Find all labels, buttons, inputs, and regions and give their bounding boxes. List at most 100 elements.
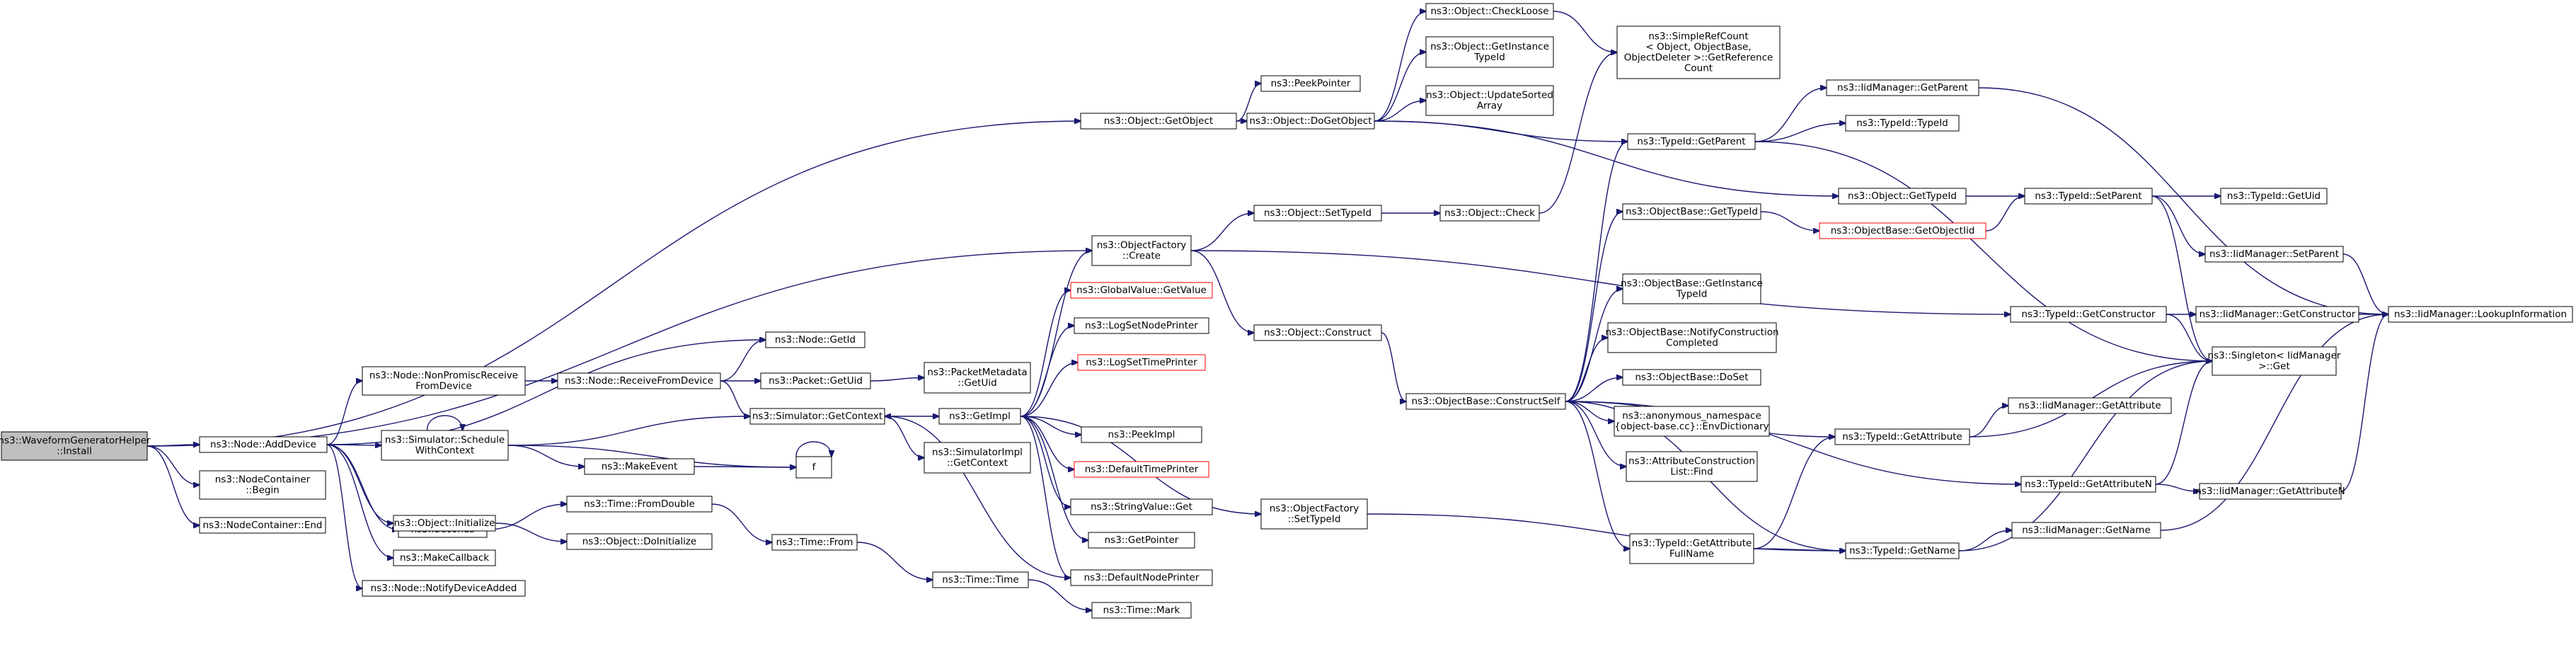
- node-box-attributeconstructionlist-find: [1626, 451, 1758, 482]
- node-object-construct[interactable]: ns3::Object::Construct: [1253, 324, 1382, 341]
- node-simplerefcount-getreferencecount[interactable]: ns3::SimpleRefCount< Object, ObjectBase,…: [1616, 25, 1781, 79]
- node-defaultnodeprinter[interactable]: ns3::DefaultNodePrinter: [1070, 569, 1213, 586]
- node-time-time[interactable]: ns3::Time::Time: [932, 571, 1029, 588]
- node-objectbase-constructself[interactable]: ns3::ObjectBase::ConstructSelf: [1405, 393, 1566, 410]
- node-label-iidmanager-getparent: ns3::IidManager::GetParent: [1837, 82, 1968, 93]
- node-packetmetadata-getuid[interactable]: ns3::PacketMetadata::GetUid: [924, 362, 1031, 394]
- node-iidmanager-getattributen[interactable]: ns3::IidManager::GetAttributeN: [2195, 483, 2345, 500]
- node-box-typeid-setparent: [2024, 188, 2153, 205]
- edge-object-construct-to-objectbase-constructself: [1381, 332, 1406, 401]
- node-object-gettypeid[interactable]: ns3::Object::GetTypeId: [1838, 188, 1967, 205]
- node-typeid-getattribute[interactable]: ns3::TypeId::GetAttribute: [1834, 428, 1970, 445]
- node-label-makeevent: ns3::MakeEvent: [602, 461, 678, 472]
- node-object-check[interactable]: ns3::Object::Check: [1439, 205, 1540, 222]
- node-typeid-getattributen[interactable]: ns3::TypeId::GetAttributeN: [2020, 476, 2156, 493]
- node-object-checkloose[interactable]: ns3::Object::CheckLoose: [1425, 3, 1554, 20]
- node-label-attributeconstructionlist-find: List::Find: [1670, 467, 1713, 478]
- edge-simulator-getcontext-to-simulatorimpl-getcontext: [884, 416, 924, 458]
- node-objectfactory-create[interactable]: ns3::ObjectFactory::Create: [1091, 235, 1192, 266]
- node-label-simulatorimpl-getcontext: ::GetContext: [947, 457, 1008, 469]
- node-label-typeid-getattributen: ns3::TypeId::GetAttributeN: [2025, 479, 2152, 490]
- node-objectbase-gettypeid[interactable]: ns3::ObjectBase::GetTypeId: [1622, 203, 1761, 220]
- node-typeid-getparent[interactable]: ns3::TypeId::GetParent: [1627, 133, 1756, 150]
- node-label-packetmetadata-getuid: ::GetUid: [958, 377, 996, 389]
- node-label-typeid-getattributefullname: FullName: [1669, 549, 1714, 560]
- node-typeid-typeid[interactable]: ns3::TypeId::TypeId: [1845, 115, 1960, 132]
- edge-object-dogetobject-to-object-checkloose: [1374, 11, 1426, 122]
- node-time-mark[interactable]: ns3::Time::Mark: [1091, 602, 1192, 619]
- node-label-object-doinitialize: ns3::Object::DoInitialize: [582, 536, 697, 547]
- node-f[interactable]: f: [795, 456, 832, 479]
- node-typeid-getconstructor[interactable]: ns3::TypeId::GetConstructor: [2010, 306, 2167, 323]
- node-label-objectbase-getinstancetypeid: ns3::ObjectBase::GetInstance: [1621, 278, 1763, 290]
- edge-iidmanager-getattributen-to-iidmanager-lookupinformation: [2340, 314, 2388, 492]
- node-object-dogetobject[interactable]: ns3::Object::DoGetObject: [1246, 113, 1375, 130]
- node-logsettimeprinter[interactable]: ns3::LogSetTimePrinter: [1077, 354, 1206, 371]
- node-envdictionary[interactable]: ns3::anonymous_namespace{object-base.cc}…: [1614, 406, 1770, 437]
- edge-objectbase-constructself-to-objectbase-gettypeid: [1565, 212, 1623, 402]
- node-time-fromdouble[interactable]: ns3::Time::FromDouble: [566, 496, 713, 513]
- node-objectfactory-settypeid[interactable]: ns3::ObjectFactory::SetTypeId: [1260, 498, 1368, 530]
- node-time-from[interactable]: ns3::Time::From: [771, 534, 858, 551]
- node-packet-getuid[interactable]: ns3::Packet::GetUid: [760, 372, 871, 389]
- node-typeid-getuid[interactable]: ns3::TypeId::GetUid: [2220, 188, 2328, 205]
- node-box-nodecontainer-begin: [199, 470, 326, 500]
- node-iidmanager-lookupinformation[interactable]: ns3::IidManager::LookupInformation: [2388, 306, 2573, 323]
- node-defaulttimeprinter[interactable]: ns3::DefaultTimePrinter: [1074, 461, 1209, 478]
- edge-objectfactory-create-to-object-construct: [1190, 250, 1254, 333]
- node-waveform-install[interactable]: ns3::WaveformGeneratorHelper::Install: [0, 431, 151, 461]
- node-singleton-get[interactable]: ns3::Singleton< IidManager>::Get: [2208, 346, 2341, 376]
- node-getpointer[interactable]: ns3::GetPointer: [1088, 532, 1195, 549]
- node-node-receivefromdevice[interactable]: ns3::Node::ReceiveFromDevice: [557, 372, 721, 389]
- node-peekimpl[interactable]: ns3::PeekImpl: [1081, 426, 1202, 443]
- node-simulator-getcontext[interactable]: ns3::Simulator::GetContext: [749, 408, 885, 425]
- node-makeevent[interactable]: ns3::MakeEvent: [584, 458, 695, 475]
- node-iidmanager-getattribute[interactable]: ns3::IidManager::GetAttribute: [2008, 397, 2172, 414]
- node-iidmanager-getname[interactable]: ns3::IidManager::GetName: [2011, 522, 2161, 539]
- node-typeid-getname[interactable]: ns3::TypeId::GetName: [1845, 542, 1960, 559]
- node-iidmanager-getconstructor[interactable]: ns3::IidManager::GetConstructor: [2195, 306, 2359, 323]
- node-nodecontainer-begin[interactable]: ns3::NodeContainer::Begin: [199, 470, 326, 500]
- node-objectbase-doset[interactable]: ns3::ObjectBase::DoSet: [1622, 369, 1761, 386]
- node-label-object-getinstancetypeid: TypeId: [1473, 52, 1505, 63]
- node-object-initialize[interactable]: ns3::Object::Initialize: [393, 515, 496, 532]
- node-getimpl[interactable]: ns3::GetImpl: [938, 408, 1021, 425]
- edge-object-initialize-to-object-doinitialize: [495, 522, 567, 542]
- node-makecallback[interactable]: ns3::MakeCallback: [393, 549, 496, 566]
- node-label-object-check: ns3::Object::Check: [1444, 207, 1535, 219]
- node-label-typeid-getconstructor: ns3::TypeId::GetConstructor: [2021, 309, 2156, 320]
- node-object-getobject[interactable]: ns3::Object::GetObject: [1080, 113, 1237, 130]
- edge-node-adddevice-to-node-nonpromisc: [326, 381, 362, 445]
- edge-time-from-to-time-time: [856, 542, 933, 580]
- node-iidmanager-getparent[interactable]: ns3::IidManager::GetParent: [1826, 79, 1979, 96]
- node-node-getid[interactable]: ns3::Node::GetId: [765, 331, 866, 348]
- node-label-defaulttimeprinter: ns3::DefaultTimePrinter: [1085, 464, 1199, 475]
- edge-typeid-getname-to-singleton-get: [1958, 361, 2212, 552]
- node-node-adddevice[interactable]: ns3::Node::AddDevice: [199, 436, 328, 453]
- node-objectbase-getobjectiid[interactable]: ns3::ObjectBase::GetObjectIid: [1819, 222, 1986, 239]
- node-object-settypeid[interactable]: ns3::Object::SetTypeId: [1253, 205, 1382, 222]
- node-iidmanager-setparent[interactable]: ns3::IidManager::SetParent: [2204, 246, 2344, 263]
- node-objectbase-notifyconstructioncompleted[interactable]: ns3::ObjectBase::NotifyConstructionCompl…: [1605, 322, 1779, 353]
- edge-object-dogetobject-to-typeid-getparent: [1374, 120, 1628, 142]
- node-object-doinitialize[interactable]: ns3::Object::DoInitialize: [566, 533, 713, 550]
- node-stringvalue-get[interactable]: ns3::StringValue::Get: [1070, 498, 1213, 515]
- node-label-simulator-schedulewithcontext: ns3::Simulator::Schedule: [385, 435, 505, 446]
- node-simulatorimpl-getcontext[interactable]: ns3::SimulatorImpl::GetContext: [924, 442, 1031, 474]
- node-label-typeid-setparent: ns3::TypeId::SetParent: [2035, 190, 2141, 202]
- node-node-notifydeviceadded[interactable]: ns3::Node::NotifyDeviceAdded: [362, 580, 526, 597]
- node-box-packet-getuid: [760, 372, 871, 389]
- node-typeid-setparent[interactable]: ns3::TypeId::SetParent: [2024, 188, 2153, 205]
- node-box-iidmanager-getattributen: [2199, 483, 2342, 500]
- node-logsetnodeprinter[interactable]: ns3::LogSetNodePrinter: [1074, 317, 1209, 334]
- node-peekpointer[interactable]: ns3::PeekPointer: [1260, 75, 1361, 92]
- node-globalvalue-getvalue[interactable]: ns3::GlobalValue::GetValue: [1070, 282, 1213, 299]
- node-nodecontainer-end[interactable]: ns3::NodeContainer::End: [199, 517, 326, 534]
